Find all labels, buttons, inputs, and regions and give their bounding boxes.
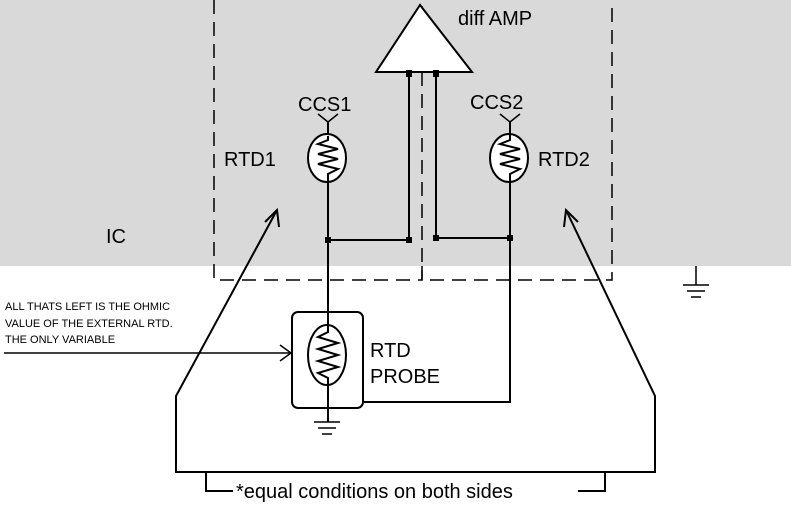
note-line3: THE ONLY VARIABLE [5,334,115,346]
note-arrow-head-icon [279,344,293,362]
note-line1: ALL THATS LEFT IS THE OHMIC [5,301,170,313]
ccs2-label: CCS2 [470,92,523,114]
rtd2-label: RTD2 [538,149,590,171]
rtd1-zigzag [314,136,341,182]
bracket-arrow-right-icon [563,207,579,228]
ic-label: IC [106,226,126,248]
ic-boundary-right [421,0,613,281]
rtd2-zigzag [496,134,523,182]
junction-dot [433,235,439,241]
diff-amp-label: diff AMP [458,8,532,30]
equal-conditions-tab [578,472,606,492]
amp-input-node-left [406,70,412,77]
rtd-probe-label-line2: PROBE [370,366,440,388]
rtd1-label: RTD1 [224,149,276,171]
amp-input-node-right [433,70,439,77]
ground-icon [314,421,340,435]
note-line2: VALUE OF THE EXTERNAL RTD. [5,318,173,330]
rtd-probe-label-line1: RTD [370,340,411,362]
diff-amp-symbol [374,3,475,73]
equal-conditions-tab [205,472,233,492]
rtd-probe-zigzag [314,326,342,386]
ic-boundary-left [213,0,423,281]
wire-rtd2-down [328,182,511,403]
equal-conditions-bracket [175,209,656,473]
ccs1-label: CCS1 [298,94,351,116]
bracket-arrow-left-icon [264,207,280,228]
ground-icon [683,284,709,298]
equal-conditions-label: *equal conditions on both sides [236,481,513,503]
junction-dot [406,237,412,243]
